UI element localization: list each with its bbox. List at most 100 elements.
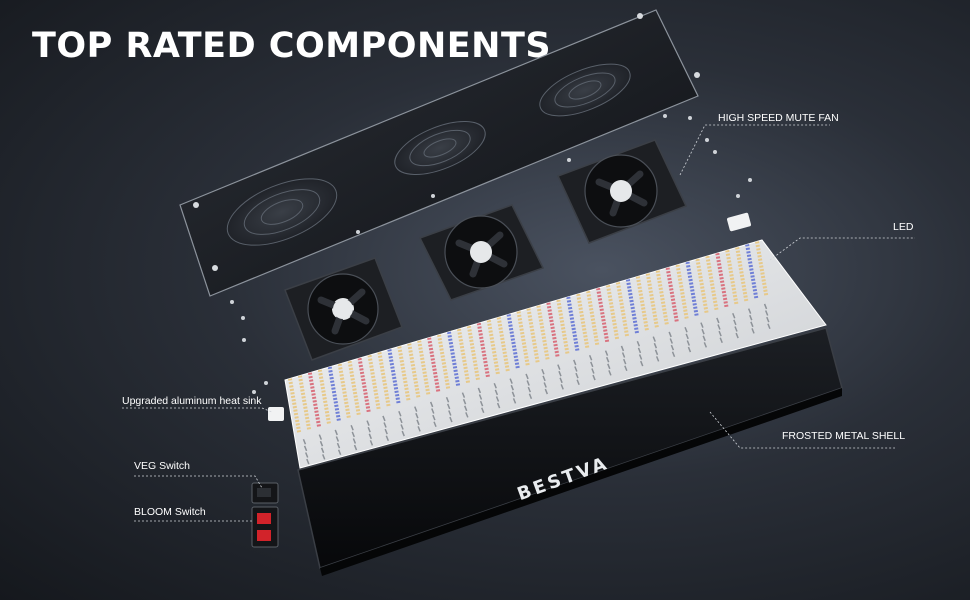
heat-sink-slot xyxy=(750,321,754,328)
callout-frosted-metal-shell: FROSTED METAL SHELL xyxy=(782,430,906,442)
led-strip xyxy=(625,279,640,335)
heat-sink-slot xyxy=(573,359,577,366)
heat-sink-slot xyxy=(383,422,387,428)
heat-sink-slot xyxy=(640,360,644,367)
heat-sink-slot xyxy=(401,430,405,437)
heat-sink-slot xyxy=(766,316,770,323)
heat-sink-slot xyxy=(366,420,370,426)
heat-sink-slot xyxy=(621,352,626,358)
heat-sink-slot xyxy=(369,440,374,446)
heat-sink-slot xyxy=(684,326,688,333)
led-strip xyxy=(367,354,381,411)
heat-sink-slot xyxy=(542,375,546,382)
bloom-switch xyxy=(251,506,279,548)
heat-sink-slot xyxy=(719,337,723,344)
heat-sink-slot xyxy=(734,326,738,332)
heat-sink-slot xyxy=(637,347,642,354)
heat-sink-slot xyxy=(510,384,514,391)
heat-sink-slot xyxy=(302,438,307,445)
led-strip xyxy=(407,343,421,399)
heat-sink-slots xyxy=(302,303,771,465)
led-strip xyxy=(317,369,332,425)
heat-sink-slot xyxy=(479,400,484,407)
heat-sink-slot xyxy=(700,322,704,328)
driver-connector xyxy=(268,407,284,421)
heat-sink-slot xyxy=(417,426,421,432)
heat-sink-slot xyxy=(751,328,755,334)
led-strip xyxy=(556,299,570,355)
heat-sink-slot xyxy=(527,386,531,393)
heat-sink-slot xyxy=(703,342,708,348)
heat-sink-slot xyxy=(749,314,753,321)
heat-sink-slot xyxy=(685,333,689,340)
led-strip xyxy=(347,360,361,416)
led-strip xyxy=(645,273,659,329)
led-strip xyxy=(337,363,351,419)
heat-sink-slot xyxy=(494,389,499,396)
heat-sink-slot xyxy=(623,358,627,365)
heat-sink-slot xyxy=(384,428,388,435)
heat-sink-slot xyxy=(353,444,358,451)
heat-sink-slot xyxy=(493,382,497,389)
heat-sink-slot xyxy=(701,328,705,335)
heat-sink-slot xyxy=(512,398,517,404)
heat-sink-slot xyxy=(652,336,656,342)
heat-sink-slot xyxy=(477,387,482,394)
cover-vent-right xyxy=(539,63,631,117)
heat-sink-slot xyxy=(588,354,593,361)
heat-sink-slot xyxy=(576,379,580,386)
led-strip xyxy=(397,346,411,402)
heat-sink-slot xyxy=(335,436,340,442)
heat-sink-slot xyxy=(608,370,612,376)
led-strip xyxy=(755,241,769,297)
heat-sink-slot xyxy=(605,356,610,363)
led-strip xyxy=(496,316,510,373)
led-strip xyxy=(387,349,401,405)
heat-sink-slot xyxy=(528,393,533,400)
heat-sink-slot xyxy=(431,408,435,414)
heat-sink-slot xyxy=(337,449,342,456)
callout-lines xyxy=(122,124,915,522)
led-strip xyxy=(417,340,431,396)
heat-sink-slot xyxy=(733,319,737,326)
heat-sink-slot xyxy=(620,345,625,352)
heat-sink-slot xyxy=(319,440,324,447)
heat-sink-slot xyxy=(592,374,596,381)
heat-sink-slot xyxy=(560,384,564,390)
heat-sink-slot xyxy=(398,410,402,417)
heat-sink-slot xyxy=(448,410,452,416)
heat-sink-slot xyxy=(668,331,672,338)
heat-sink-slot xyxy=(607,363,611,370)
heat-sink-slot xyxy=(495,396,500,402)
heat-sink-slot xyxy=(446,403,451,410)
led-strip xyxy=(377,351,391,408)
heat-sink-slot xyxy=(318,434,323,440)
heat-sink-slot xyxy=(433,421,437,428)
heat-sink-slot xyxy=(655,356,660,362)
heat-sink-slot xyxy=(416,419,420,426)
page-title: TOP RATED COMPONENTS xyxy=(32,26,552,66)
callout-heat-sink: Upgraded aluminum heat sink xyxy=(122,395,262,407)
led-strip xyxy=(586,290,600,346)
led-strip xyxy=(506,314,520,370)
heat-sink-slot xyxy=(735,332,739,339)
heat-sink-slot xyxy=(669,338,673,344)
veg-switch xyxy=(251,482,279,504)
led-strip xyxy=(685,261,699,317)
led-strip xyxy=(526,308,540,364)
led-strip xyxy=(357,357,371,414)
heat-sink-slot xyxy=(382,415,386,422)
fan-left xyxy=(284,257,403,361)
led-strip xyxy=(446,331,461,387)
loose-screws xyxy=(230,114,752,394)
heat-sink-slot xyxy=(716,317,720,324)
led-strip xyxy=(596,287,610,344)
heat-sink-slot xyxy=(543,382,547,388)
heat-sink-slot xyxy=(305,452,309,458)
led-strip xyxy=(466,325,481,381)
heat-sink-slot xyxy=(557,364,561,370)
led-strip xyxy=(605,284,620,341)
led-strip xyxy=(576,293,590,349)
led-strips xyxy=(287,241,769,434)
